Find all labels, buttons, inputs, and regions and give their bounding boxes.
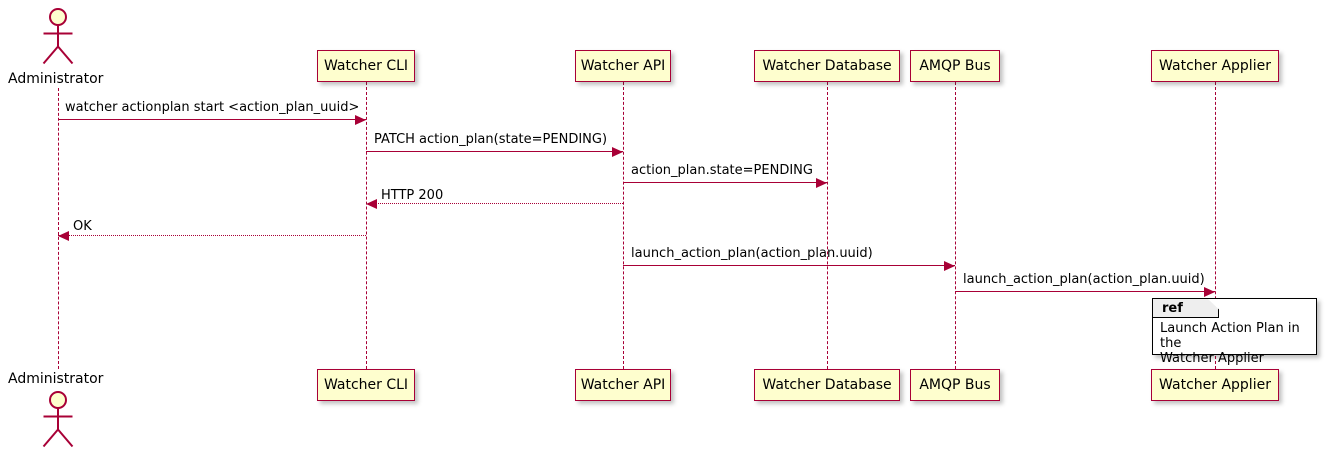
participant-api-bottom[interactable]: Watcher API (575, 369, 671, 401)
actor-label-administrator-top: Administrator (8, 71, 104, 87)
message-arrowhead-5 (58, 231, 69, 241)
message-label-6: launch_action_plan(action_plan.uuid) (631, 246, 873, 261)
message-arrowhead-3 (816, 178, 827, 188)
message-line-1 (58, 119, 366, 120)
fragment-tab-label: ref (1153, 299, 1219, 318)
message-line-2 (366, 151, 623, 152)
message-line-4 (366, 203, 623, 204)
message-label-1: watcher actionplan start <action_plan_uu… (65, 100, 360, 115)
message-line-3 (623, 182, 827, 183)
message-label-5: OK (73, 219, 92, 234)
lifeline-administrator (58, 88, 59, 369)
participant-applier-top[interactable]: Watcher Applier (1151, 50, 1279, 82)
message-label-7: launch_action_plan(action_plan.uuid) (963, 272, 1205, 287)
fragment-body-text: Launch Action Plan in the Watcher Applie… (1160, 321, 1300, 366)
message-line-6 (623, 265, 955, 266)
lifeline-database (827, 82, 828, 369)
participant-database-bottom[interactable]: Watcher Database (754, 369, 900, 401)
message-label-4: HTTP 200 (381, 188, 444, 203)
actor-figure-administrator-bottom (37, 389, 79, 451)
participant-api-top[interactable]: Watcher API (575, 50, 671, 82)
lifeline-cli (366, 82, 367, 369)
participant-amqp-top[interactable]: AMQP Bus (910, 50, 1000, 82)
participant-amqp-bottom[interactable]: AMQP Bus (910, 369, 1000, 401)
lifeline-amqp (955, 82, 956, 369)
message-label-3: action_plan.state=PENDING (631, 163, 813, 178)
message-arrowhead-1 (355, 115, 366, 125)
message-line-7 (955, 291, 1215, 292)
lifeline-api (623, 82, 624, 369)
message-label-2: PATCH action_plan(state=PENDING) (374, 132, 608, 147)
message-arrowhead-6 (944, 261, 955, 271)
message-line-5 (58, 235, 366, 236)
message-arrowhead-7 (1204, 287, 1215, 297)
participant-cli-bottom[interactable]: Watcher CLI (317, 369, 415, 401)
actor-figure-administrator-top (37, 6, 79, 68)
actor-label-administrator-bottom: Administrator (8, 371, 104, 387)
participant-cli-top[interactable]: Watcher CLI (317, 50, 415, 82)
participant-database-top[interactable]: Watcher Database (754, 50, 900, 82)
message-arrowhead-4 (366, 199, 377, 209)
message-arrowhead-2 (612, 147, 623, 157)
participant-applier-bottom[interactable]: Watcher Applier (1151, 369, 1279, 401)
lifeline-applier (1215, 82, 1216, 369)
